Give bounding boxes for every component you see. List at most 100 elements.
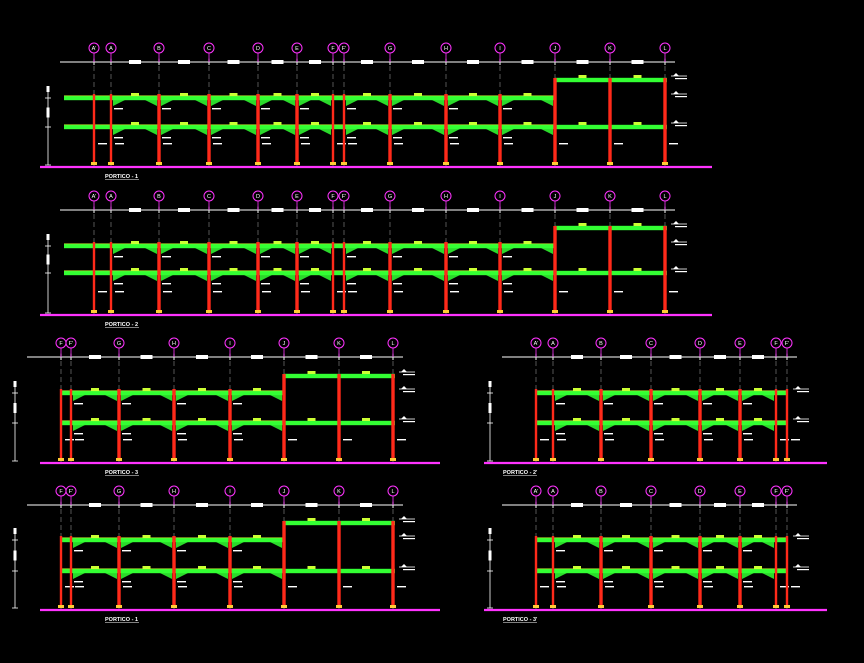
column-tag — [115, 291, 124, 293]
axis-bubble — [65, 485, 77, 497]
column-base-plate — [108, 310, 114, 313]
beam-haunch — [555, 425, 567, 431]
beam-haunch — [145, 129, 157, 135]
column — [738, 536, 742, 608]
axis-label: D — [698, 341, 702, 347]
beam-haunch — [432, 100, 444, 106]
beam-haunch — [113, 129, 125, 135]
dimension-label-mark — [631, 208, 644, 212]
beam-haunch — [105, 425, 117, 431]
dimension-label-mark — [669, 355, 682, 359]
column — [69, 536, 73, 608]
dimension-label-mark — [305, 355, 318, 359]
column-base-plate — [550, 458, 556, 461]
beam-tag — [449, 256, 458, 258]
beam-splice — [716, 418, 724, 421]
beam-splice — [229, 268, 238, 271]
axis-bubble — [549, 42, 561, 54]
column — [337, 374, 341, 461]
axis-bubble — [291, 42, 303, 54]
column-base-plate — [648, 458, 654, 461]
column — [698, 536, 702, 608]
beam-haunch — [541, 100, 553, 106]
column — [331, 94, 335, 165]
beam-splice — [363, 268, 371, 271]
dimension-label-mark — [196, 503, 208, 507]
beam-haunch — [448, 248, 460, 254]
dimension-label-mark — [178, 60, 190, 64]
beam-splice — [523, 268, 532, 271]
column-base-plate — [533, 605, 539, 608]
axis-label: G — [117, 341, 121, 347]
axis-bubble — [105, 42, 117, 54]
column-base-plate — [784, 605, 790, 608]
column-base-plate — [171, 458, 177, 461]
column — [342, 242, 346, 313]
beam-tag — [703, 433, 712, 435]
column — [117, 389, 121, 461]
axis-label: F' — [342, 194, 346, 200]
axis-label: A — [109, 46, 113, 52]
axis-label: H — [172, 489, 176, 495]
beam-splice — [578, 75, 587, 78]
column-tag — [75, 439, 84, 441]
level-dimension-mark — [13, 528, 17, 534]
axis-bubble — [645, 337, 657, 349]
dimension-label-mark — [178, 208, 190, 212]
axis-bubble — [734, 485, 746, 497]
level-mark-arrow — [673, 221, 679, 224]
beam-tag — [233, 581, 242, 583]
level-mark-text — [403, 538, 415, 540]
column — [337, 521, 341, 608]
column-tag — [65, 586, 74, 588]
beam-haunch — [603, 425, 615, 431]
dimension-label-mark — [669, 503, 682, 507]
axis-label: G — [388, 46, 392, 52]
level-mark-arrow — [673, 120, 679, 123]
beam-level-2 — [64, 124, 555, 130]
beam-tag — [393, 283, 402, 285]
level-mark-arrow — [795, 564, 801, 567]
beam-splice — [273, 122, 282, 125]
beam-splice — [91, 535, 99, 538]
beam-haunch — [113, 248, 125, 254]
level-mark-text — [403, 521, 415, 523]
level-mark-text — [675, 271, 687, 273]
column-tag — [614, 143, 623, 145]
axis-label: F — [774, 489, 778, 495]
axis-bubble — [781, 485, 793, 497]
column-tag — [704, 439, 713, 441]
column-tag — [234, 586, 243, 588]
beam-haunch — [555, 395, 567, 401]
axis-label: I — [229, 489, 231, 495]
beam-tag — [347, 108, 356, 110]
axis-label: F' — [69, 341, 73, 347]
beam-level-1 — [536, 537, 787, 543]
beam-splice — [716, 535, 724, 538]
beam-tag — [162, 137, 171, 139]
level-mark-text — [403, 569, 415, 571]
column-base-plate — [156, 310, 162, 313]
axis-label: B — [599, 489, 603, 495]
column-base-plate — [91, 310, 97, 313]
column-tag — [540, 439, 549, 441]
beam-splice — [469, 268, 477, 271]
beam-haunch — [541, 248, 553, 254]
column-tag — [450, 291, 459, 293]
column-base-plate — [497, 162, 503, 165]
beam-haunch — [653, 542, 665, 548]
column-base-plate — [171, 605, 177, 608]
column-tag — [557, 586, 566, 588]
level-mark-text — [675, 78, 687, 80]
beam-splice — [198, 566, 206, 569]
beam-tag — [261, 256, 270, 258]
column — [663, 226, 667, 313]
column-base-plate — [497, 310, 503, 313]
column-tag — [348, 291, 357, 293]
beam-splice — [311, 93, 319, 96]
column-tag — [504, 143, 513, 145]
beam-haunch — [299, 100, 311, 106]
beam-tag — [74, 433, 83, 435]
axis-label: L — [391, 341, 394, 347]
axis-bubble — [694, 337, 706, 349]
